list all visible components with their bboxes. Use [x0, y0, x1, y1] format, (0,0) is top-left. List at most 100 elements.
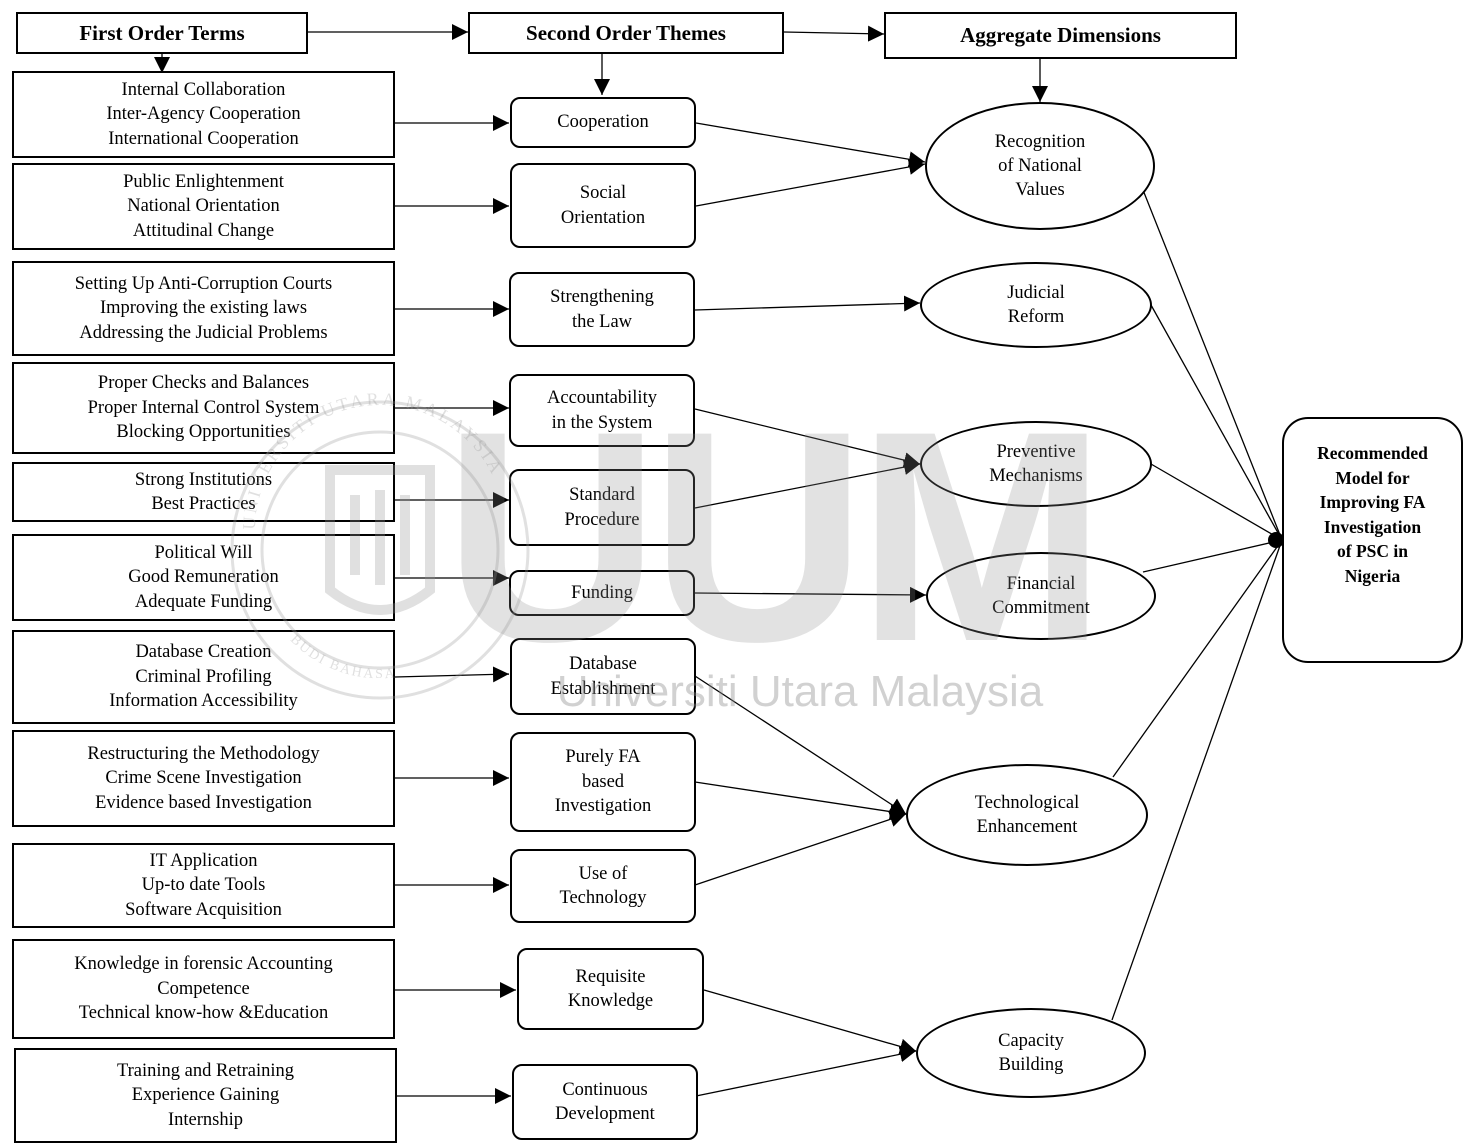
term-box-cooperation: Internal Collaboration Inter-Agency Coop…	[12, 71, 395, 158]
theme-label: Requisite	[575, 966, 646, 987]
dim-final-line-1	[1142, 189, 1283, 541]
term-line: Knowledge in forensic Accounting	[74, 954, 333, 975]
theme-label: Continuous	[562, 1079, 648, 1100]
theme-label: Establishment	[550, 678, 656, 699]
theme-dim-arrow-2	[695, 159, 926, 207]
theme-strengthening-law: Strengthening the Law	[509, 272, 695, 347]
term-line: Experience Gaining	[131, 1085, 280, 1106]
dimension-preventive-mechanisms: Preventive Mechanisms	[920, 421, 1152, 507]
dimension-label: Capacity	[998, 1031, 1064, 1051]
term-line: Criminal Profiling	[135, 666, 272, 687]
theme-accountability: Accountability in the System	[509, 374, 695, 447]
theme-label: based	[581, 771, 625, 792]
final-label: Nigeria	[1344, 565, 1401, 586]
dim-final-line-6	[1111, 539, 1283, 1021]
dimension-label: of National	[998, 156, 1082, 176]
theme-use-of-technology: Use of Technology	[510, 849, 696, 923]
term-line: Information Accessibility	[109, 691, 298, 712]
theme-funding: Funding	[509, 570, 695, 616]
term-line: Addressing the Judicial Problems	[79, 322, 328, 343]
theme-dim-arrow-3	[694, 295, 921, 312]
convergence-node	[1268, 532, 1284, 548]
term-box-fa-investigation: Restructuring the Methodology Crime Scen…	[12, 730, 395, 827]
theme-dim-arrow-11	[695, 1046, 917, 1097]
theme-label: Funding	[571, 582, 633, 603]
theme-label: in the System	[551, 412, 653, 433]
dim-final-line-4	[1142, 539, 1283, 573]
theme-label: Purely FA	[565, 747, 641, 768]
term-line: Improving the existing laws	[99, 298, 308, 319]
header-first-order-terms: First Order Terms	[16, 12, 308, 54]
term-box-standard-procedure: Strong Institutions Best Practices	[12, 462, 395, 522]
theme-dim-arrow-8	[694, 781, 907, 820]
term-theme-arrow-7	[394, 666, 510, 683]
dimension-label: Technological	[974, 793, 1080, 813]
term-line: Proper Checks and Balances	[97, 373, 310, 394]
theme-dim-arrow-9	[694, 811, 907, 886]
dimension-label: Recognition	[994, 132, 1086, 152]
term-box-social-orientation: Public Enlightenment National Orientatio…	[12, 163, 395, 250]
dimension-label: Values	[1015, 180, 1065, 200]
term-line: Adequate Funding	[134, 591, 273, 612]
term-line: Technical know-how &Education	[78, 1003, 329, 1024]
theme-dim-arrow-1	[695, 122, 926, 168]
term-line: Good Remuneration	[128, 567, 279, 588]
theme-social-orientation: Social Orientation	[510, 163, 696, 248]
theme-database-establishment: Database Establishment	[510, 638, 696, 715]
theme-label: Investigation	[554, 796, 652, 817]
term-line: Setting Up Anti-Corruption Courts	[74, 273, 333, 294]
term-line: Inter-Agency Cooperation	[106, 104, 301, 125]
dimension-label: Financial	[1006, 574, 1076, 594]
dimension-capacity-building: Capacity Building	[916, 1008, 1146, 1098]
theme-label: Knowledge	[567, 991, 654, 1011]
header-aggregate-dimensions: Aggregate Dimensions	[884, 12, 1237, 59]
header-arrow-2	[783, 25, 885, 42]
theme-dim-arrow-10	[703, 989, 917, 1055]
dimension-financial-commitment: Financial Commitment	[926, 552, 1156, 640]
term-box-funding: Political Will Good Remuneration Adequat…	[12, 534, 395, 621]
term-line: Competence	[157, 978, 250, 999]
theme-label: Orientation	[560, 207, 646, 228]
term-box-database: Database Creation Criminal Profiling Inf…	[12, 630, 395, 724]
theme-label: Technology	[559, 888, 647, 908]
term-line: Up-to date Tools	[141, 875, 266, 896]
dimension-label: Mechanisms	[989, 466, 1083, 486]
dim-final-line-2	[1150, 304, 1283, 541]
header-second-order-themes: Second Order Themes	[468, 12, 784, 54]
theme-requisite-knowledge: Requisite Knowledge	[517, 948, 704, 1030]
theme-label: Cooperation	[557, 112, 649, 133]
dimension-label: Enhancement	[976, 817, 1078, 837]
term-line: Database Creation	[135, 642, 272, 663]
dimension-recognition-national-values: Recognition of National Values	[925, 102, 1155, 230]
theme-cooperation: Cooperation	[510, 97, 696, 148]
theme-dim-arrow-4	[694, 408, 921, 468]
term-line: Public Enlightenment	[123, 171, 284, 192]
theme-label: Social	[579, 183, 627, 203]
term-line: Internal Collaboration	[121, 79, 286, 100]
dimension-label: Reform	[1007, 307, 1065, 327]
term-box-technology: IT Application Up-to date Tools Software…	[12, 843, 395, 928]
term-line: IT Application	[149, 850, 258, 871]
theme-label: Use of	[578, 863, 628, 884]
theme-label: Procedure	[564, 509, 640, 530]
dimension-judicial-reform: Judicial Reform	[920, 262, 1152, 348]
theme-fa-investigation: Purely FA based Investigation	[510, 732, 696, 832]
dimension-label: Commitment	[992, 598, 1090, 618]
term-line: Software Acquisition	[125, 899, 282, 920]
recommended-model-box: Recommended Model for Improving FA Inves…	[1282, 417, 1463, 663]
term-line: Attitudinal Change	[132, 220, 275, 241]
theme-label: the Law	[571, 311, 633, 332]
dimension-label: Preventive	[996, 442, 1076, 462]
term-box-accountability: Proper Checks and Balances Proper Intern…	[12, 362, 395, 454]
term-line: Crime Scene Investigation	[105, 768, 302, 789]
term-line: International Cooperation	[108, 128, 299, 149]
term-line: Training and Retraining	[116, 1060, 295, 1081]
theme-continuous-development: Continuous Development	[512, 1064, 698, 1140]
term-box-strengthening-law: Setting Up Anti-Corruption Courts Improv…	[12, 261, 395, 356]
dimension-technological-enhancement: Technological Enhancement	[906, 764, 1148, 866]
theme-dim-arrow-6	[694, 586, 927, 603]
term-line: Evidence based Investigation	[95, 792, 312, 813]
theme-label: Standard	[569, 485, 635, 505]
dim-final-line-3	[1150, 463, 1283, 541]
